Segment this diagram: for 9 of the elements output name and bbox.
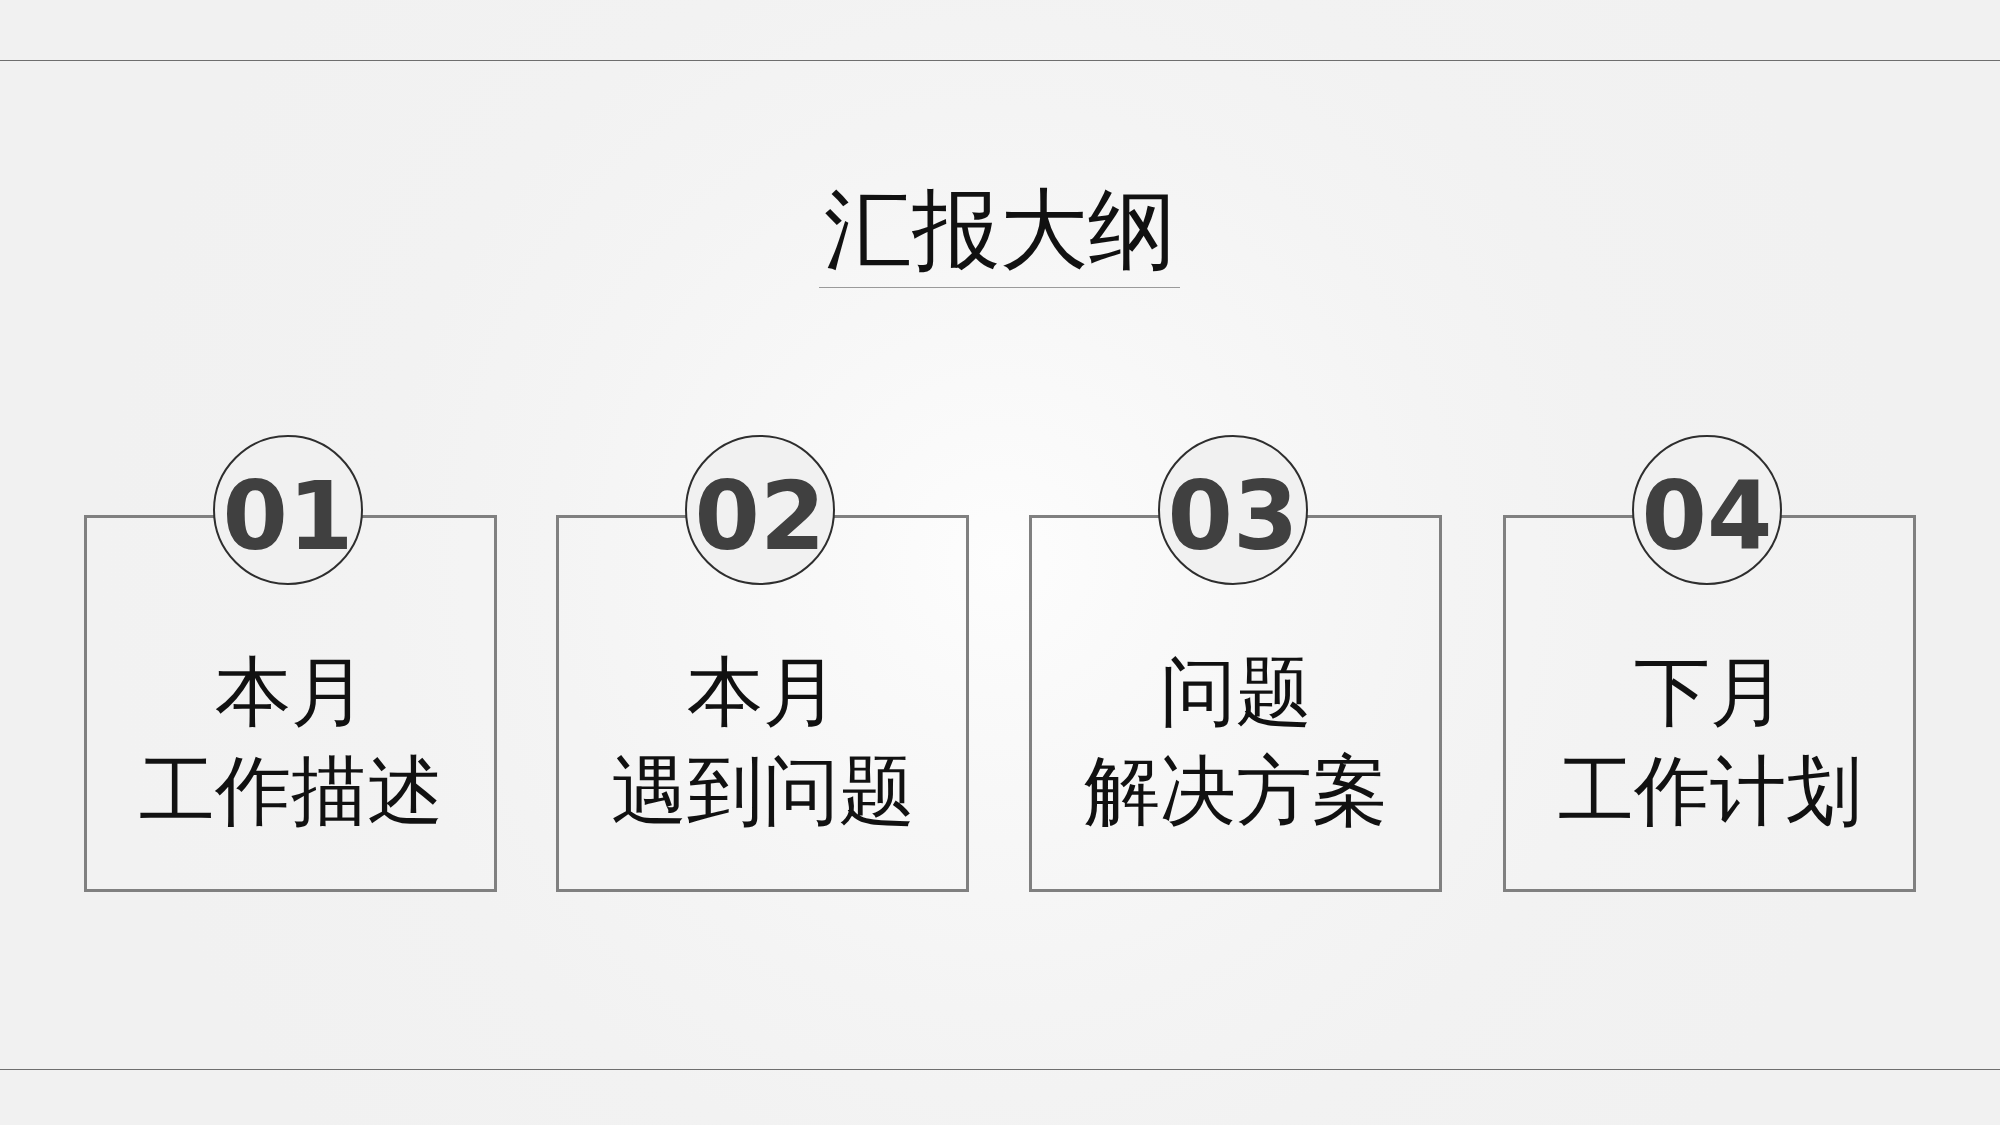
topic-label: 问题解决方案 — [1082, 646, 1389, 837]
number-label: 02 — [694, 470, 826, 564]
number-label: 03 — [1167, 470, 1299, 564]
number-label: 01 — [222, 470, 354, 564]
topic-label: 本月工作描述 — [137, 646, 444, 837]
topic-label: 下月工作计划 — [1556, 646, 1863, 837]
number-label: 04 — [1641, 470, 1773, 564]
slide-title: 汇报大纲 — [823, 180, 1177, 280]
topic-label: 本月遇到问题 — [609, 646, 916, 837]
